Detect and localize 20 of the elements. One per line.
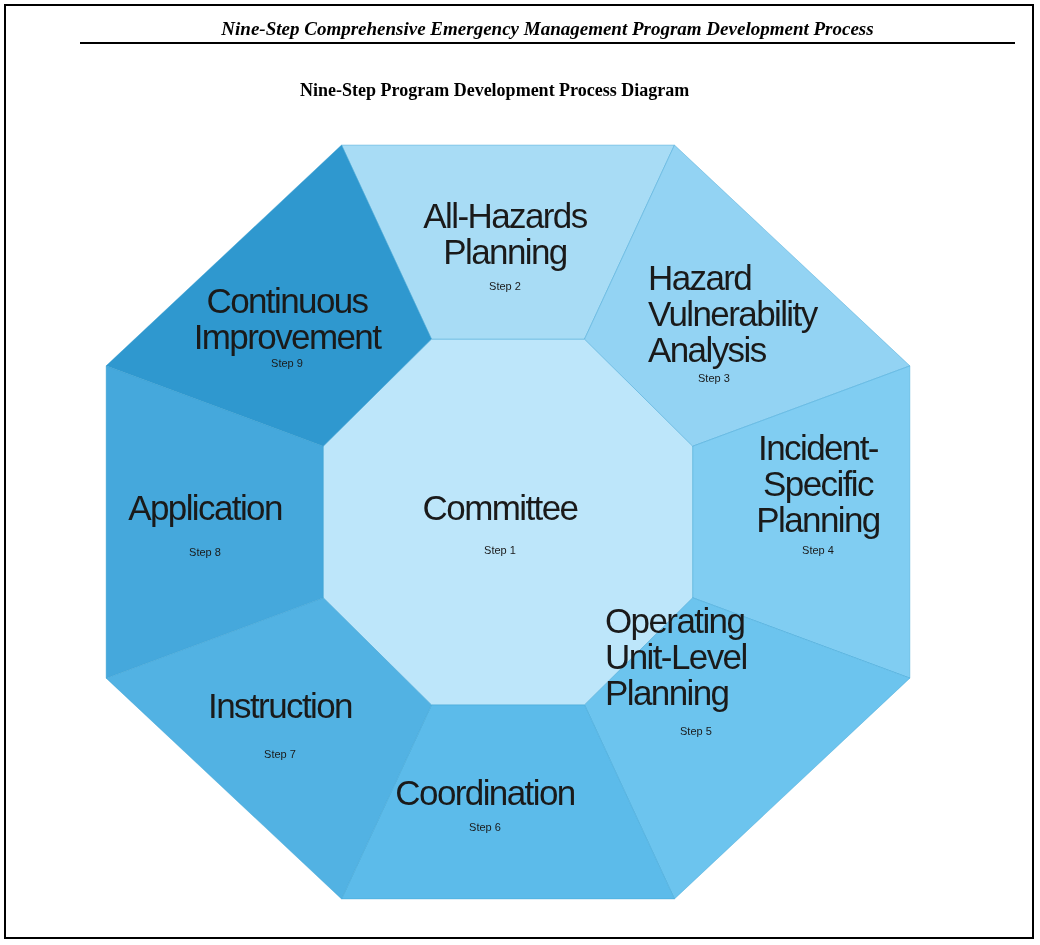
step-number: Step 6	[469, 821, 501, 833]
step-name: All-Hazards Planning	[422, 198, 588, 270]
step-number: Step 8	[189, 546, 221, 558]
step-number: Step 1	[484, 544, 516, 556]
step-number: Step 3	[698, 372, 731, 384]
step-name: Application	[128, 490, 282, 526]
step-name: Continuous Improvement	[192, 283, 382, 355]
step-name: Incident-Specific Planning	[755, 430, 881, 538]
step-number: Step 7	[264, 748, 296, 760]
step-name: Operating Unit-Level Planning	[605, 603, 748, 711]
step-number: Step 9	[271, 357, 303, 369]
step-name: Committee	[422, 490, 578, 526]
step-name: Hazard Vulnerability Analysis	[648, 260, 819, 368]
step-number: Step 2	[489, 280, 521, 292]
heading: Nine-Step Comprehensive Emergency Management Program Development Process	[80, 18, 1015, 44]
step-number: Step 5	[680, 725, 713, 737]
step-name: Coordination	[395, 775, 575, 811]
step-name: Instruction	[208, 688, 352, 724]
step-number: Step 4	[802, 544, 834, 556]
subheading: Nine-Step Program Development Process Diagram	[300, 80, 690, 101]
